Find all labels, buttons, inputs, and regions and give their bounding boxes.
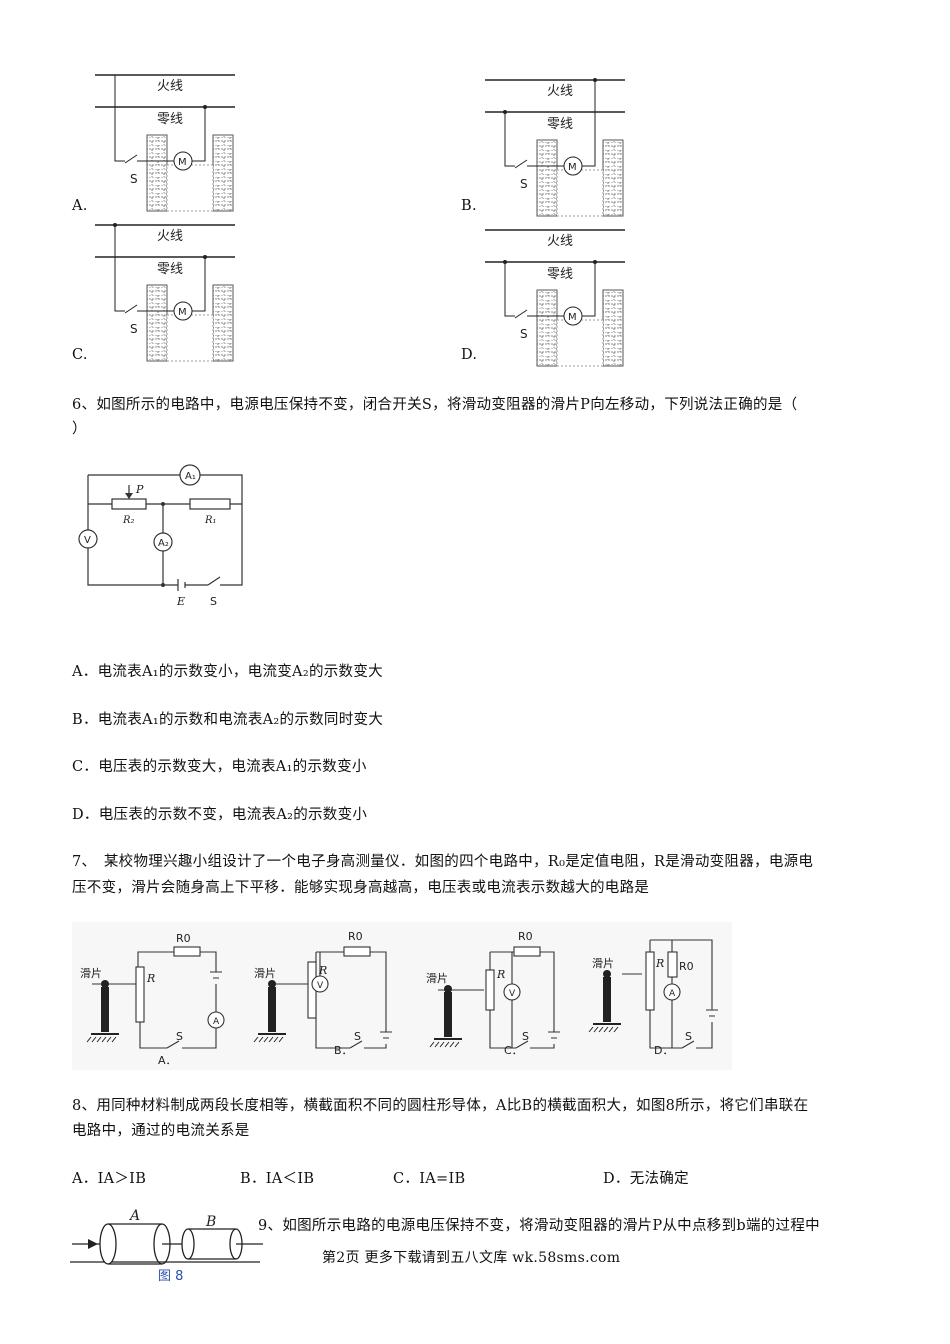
q5-option-b: B. (461, 198, 477, 214)
diagram-label: 零线 (547, 117, 573, 132)
page-footer: 第2页 更多下载请到五八文库 wk.58sms.com (322, 1250, 621, 1266)
q5-diagram-a: 火线 零线 S M (94, 74, 236, 212)
diagram-label: M (568, 162, 577, 173)
diagram-label: S (130, 172, 138, 186)
q6-circuit-diagram: A₁ V A₂ P R₂ R₁ E S (78, 464, 243, 608)
diagram-label: S (522, 1030, 529, 1043)
q5-option-c: C. (72, 347, 88, 363)
q8-figure-8: A B 图 8 (70, 1208, 263, 1284)
q6-option-b: B．电流表A₁的示数和电流表A₂的示数同时变大 (72, 712, 384, 728)
diagram-label: A₁ (185, 471, 196, 482)
q5-diagram-c: 火线 零线 S M (94, 223, 236, 362)
diagram-label: S (176, 1030, 183, 1043)
q5-diagram-b: 火线 零线 S M (484, 78, 626, 217)
diagram-label: V (84, 535, 91, 546)
diagram-label: D． (654, 1044, 673, 1057)
diagram-label: 滑片 (254, 967, 276, 980)
q5-circuit-diagrams: 火线 零线 S M 火线 零线 S M 火线 零线 S M 火线 零线 S M (94, 74, 626, 367)
q6-option-a: A．电流表A₁的示数变小，电流变A₂的示数变大 (72, 664, 383, 680)
diagram-label: R0 (679, 960, 694, 973)
q6-stem: 6、如图所示的电路中，电源电压保持不变，闭合开关S，将滑动变阻器的滑片P向左移动… (72, 397, 798, 413)
diagram-label: A (213, 1017, 220, 1027)
diagram-label: M (178, 307, 187, 318)
diagram-label: 火线 (157, 229, 183, 244)
diagram-label: P (135, 483, 144, 496)
diagram-label: C． (504, 1044, 523, 1057)
diagram-label: V (317, 981, 324, 991)
q8-option-c: C．IA=IB (393, 1171, 466, 1187)
q6-option-d: D．电压表的示数不变，电流表A₂的示数变小 (72, 807, 368, 823)
diagram-label: A (669, 989, 676, 999)
diagram-label: R₂ (122, 515, 135, 526)
diagram-label: S (520, 177, 528, 191)
diagram-label: 零线 (157, 112, 183, 127)
q8-stem-cont: 电路中，通过的电流关系是 (72, 1123, 250, 1139)
diagram-label: 图 8 (158, 1269, 183, 1284)
diagram-label: S (210, 595, 217, 608)
diagram-label: B． (334, 1044, 353, 1057)
diagram-label: R₁ (204, 515, 217, 526)
q6-stem-cont: ） (72, 421, 87, 437)
diagram-label: A₂ (158, 538, 169, 549)
diagram-label: S (685, 1030, 692, 1043)
diagram-label: 零线 (157, 262, 183, 277)
diagram-label: 火线 (547, 84, 573, 99)
diagram-label: 火线 (547, 234, 573, 249)
diagram-label: 零线 (547, 267, 573, 282)
diagram-label: 滑片 (80, 967, 102, 980)
diagram-label: 滑片 (592, 957, 614, 970)
diagram-label: R (496, 968, 505, 981)
q7-circuit-figure: 滑片 R R0 A S 滑片 R R0 V S 滑片 R R0 V S 滑片 R… (72, 922, 732, 1070)
diagram-label: R (655, 957, 664, 970)
diagram-label: R (318, 964, 327, 977)
diagram-label: S (354, 1030, 361, 1043)
diagram-label: R0 (176, 932, 191, 945)
diagram-label: A (128, 1208, 140, 1224)
diagram-label: S (130, 322, 138, 336)
diagram-label: R (146, 972, 155, 985)
diagram-label: B (205, 1214, 216, 1230)
q5-option-a: A. (72, 198, 88, 214)
q9-stem: 9、如图所示电路的电源电压保持不变，将滑动变阻器的滑片P从中点移到b端的过程中 (258, 1218, 820, 1234)
diagram-label: 火线 (157, 79, 183, 94)
q5-diagram-d: 火线 零线 S M (484, 229, 626, 367)
q6-option-c: C．电压表的示数变大，电流表A₁的示数变小 (72, 759, 367, 775)
q7-stem-cont: 压不变，滑片会随身高上下平移．能够实现身高越高，电压表或电流表示数越大的电路是 (72, 880, 650, 896)
diagram-label: R0 (518, 930, 533, 943)
diagram-label: S (520, 327, 528, 341)
q5-option-d: D. (461, 347, 478, 363)
diagram-label: V (509, 989, 516, 999)
diagram-label: 滑片 (426, 972, 448, 985)
diagram-label: M (178, 157, 187, 168)
diagram-label: R0 (348, 930, 363, 943)
diagram-label: A． (158, 1054, 177, 1067)
q8-option-b: B．IA＜IB (240, 1171, 315, 1187)
q8-option-a: A．IA＞IB (72, 1171, 147, 1187)
diagram-label: E (176, 595, 185, 608)
q7-stem: 7、 某校物理兴趣小组设计了一个电子身高测量仪．如图的四个电路中，R₀是定值电阻… (72, 854, 814, 870)
q8-option-d: D．无法确定 (603, 1171, 689, 1187)
q8-stem: 8、用同种材料制成两段长度相等，横截面积不同的圆柱形导体，A比B的横截面积大，如… (72, 1098, 809, 1114)
diagram-label: M (568, 312, 577, 323)
